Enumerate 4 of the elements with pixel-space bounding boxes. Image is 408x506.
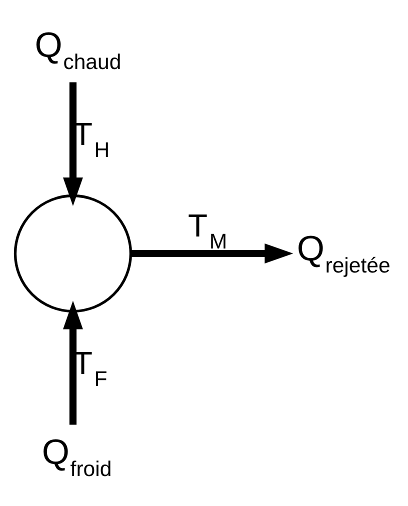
node-text: Q$_{froid}$ xyxy=(42,432,112,481)
node-text: Q$_{rejetée}$ xyxy=(296,228,390,278)
node-text: Q$_{chaud}$ xyxy=(34,24,122,74)
edge-label: T$_{M}$ xyxy=(188,206,228,253)
